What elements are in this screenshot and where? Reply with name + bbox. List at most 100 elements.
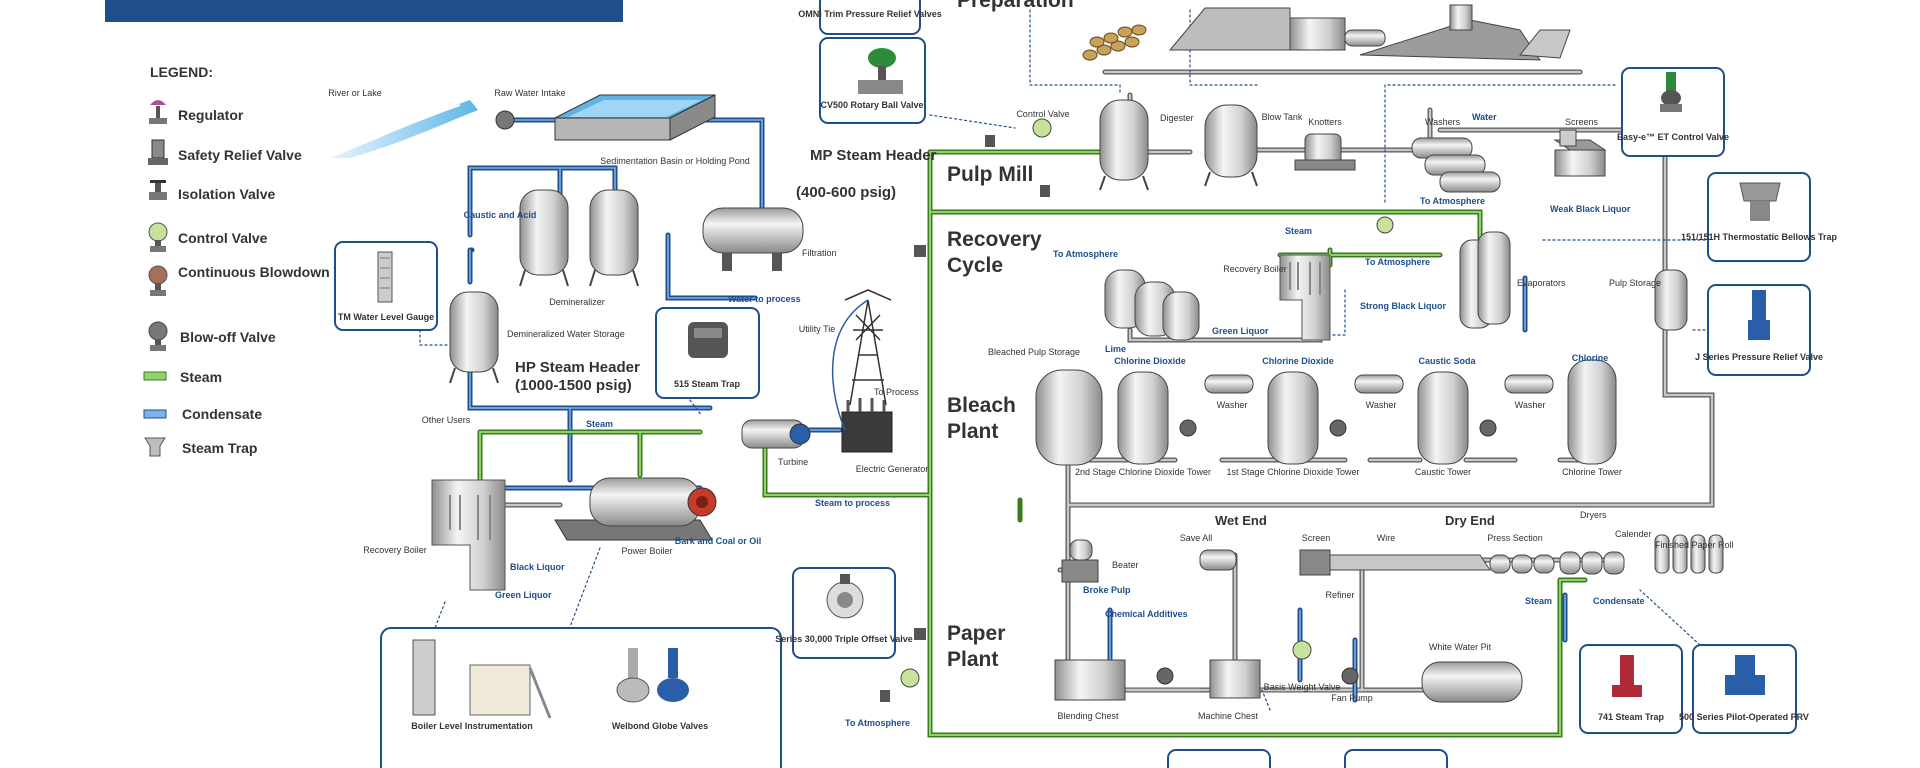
power-boiler bbox=[554, 477, 717, 541]
callout-box-partial-2 bbox=[1344, 749, 1448, 768]
tm-gauge-icon bbox=[377, 251, 393, 303]
label-filtration: Filtration bbox=[802, 248, 837, 258]
cv500-valve-icon bbox=[858, 48, 903, 94]
steam-trap-icon bbox=[144, 437, 166, 457]
label-bleached-pulp-storage: Bleached Pulp Storage bbox=[988, 347, 1080, 357]
label-screen: Screen bbox=[1302, 533, 1331, 543]
label-to-atmosphere-top: To Atmosphere bbox=[1420, 196, 1485, 206]
label-utility-tie: Utility Tie bbox=[799, 324, 836, 334]
callout-series30000: Series 30,000 Triple Offset Valve bbox=[775, 634, 913, 644]
section-preparation: Preparation bbox=[957, 0, 1074, 12]
label-raw-water: Raw Water Intake bbox=[494, 88, 565, 98]
label-recovery-boiler: Recovery Boiler bbox=[363, 545, 427, 555]
callout-cv500: CV500 Rotary Ball Valve bbox=[820, 100, 923, 110]
label-caustic-soda: Caustic Soda bbox=[1418, 356, 1476, 366]
label-to-atmosphere-recovery: To Atmosphere bbox=[1053, 249, 1118, 259]
boiler-level-instrument-icon bbox=[412, 639, 552, 719]
condensate-line-icon bbox=[143, 409, 167, 419]
label-black-liquor: Black Liquor bbox=[510, 562, 565, 572]
trap-515-icon bbox=[688, 322, 728, 358]
legend-label-control-valve: Control Valve bbox=[178, 230, 268, 246]
label-to-atmosphere-boiler: To Atmosphere bbox=[1365, 257, 1430, 267]
label-demineralizer: Demineralizer bbox=[549, 297, 605, 307]
mp-header-title: MP Steam Header bbox=[810, 147, 937, 164]
hp-header-title: HP Steam Header bbox=[515, 359, 640, 376]
callout-labels: OMNI Trim Pressure Relief Valves CV500 R… bbox=[338, 9, 1838, 731]
label-washer-1: Washer bbox=[1217, 400, 1248, 410]
label-save-all: Save All bbox=[1180, 533, 1213, 543]
label-digester: Digester bbox=[1160, 113, 1194, 123]
label-bark-coal-oil: Bark and Coal or Oil bbox=[675, 536, 762, 546]
evaporators bbox=[1459, 231, 1511, 329]
recovery-cycle-tanks bbox=[1104, 269, 1200, 341]
label-chlorine-dioxide-2: Chlorine Dioxide bbox=[1262, 356, 1334, 366]
label-washers: Washers bbox=[1425, 117, 1461, 127]
callout-box-partial-1 bbox=[1167, 749, 1271, 768]
label-chlorine-tower: Chlorine Tower bbox=[1562, 467, 1622, 477]
recovery-boiler-left bbox=[431, 479, 506, 591]
label-beater: Beater bbox=[1112, 560, 1139, 570]
label-press-section: Press Section bbox=[1487, 533, 1543, 543]
label-weak-black-liquor: Weak Black Liquor bbox=[1550, 204, 1631, 214]
callouts bbox=[334, 0, 1811, 768]
bleach-plant-tanks bbox=[1035, 359, 1617, 466]
safety-relief-valve-icon bbox=[148, 139, 168, 165]
legend-label-isolation-valve: Isolation Valve bbox=[178, 186, 275, 202]
label-calender: Calender bbox=[1615, 529, 1652, 539]
callout-515-trap: 515 Steam Trap bbox=[674, 379, 741, 389]
label-power-boiler: Power Boiler bbox=[621, 546, 672, 556]
label-water: Water bbox=[1472, 112, 1497, 122]
label-chemical-additives: Chemical Additives bbox=[1105, 609, 1188, 619]
label-green-liquor-2: Green Liquor bbox=[1212, 326, 1269, 336]
label-other-users: Other Users bbox=[422, 415, 471, 425]
digester bbox=[1099, 99, 1149, 191]
control-valve-icon bbox=[148, 222, 168, 252]
demineralizer-tanks bbox=[519, 189, 639, 287]
callout-jseries: J Series Pressure Relief Valve bbox=[1695, 352, 1823, 362]
label-broke-pulp: Broke Pulp bbox=[1083, 585, 1131, 595]
label-stage2-tower: 2nd Stage Chlorine Dioxide Tower bbox=[1075, 467, 1211, 477]
steam-line-icon bbox=[143, 371, 167, 381]
equipment-labels: River or Lake Raw Water Intake Sedimenta… bbox=[328, 88, 1733, 728]
label-blow-tank: Blow Tank bbox=[1262, 112, 1303, 122]
legend-label-continuous-blowdown-valve: Continuous Blowdown Valve bbox=[178, 264, 370, 280]
label-water-to-process: Water to process bbox=[728, 294, 801, 304]
label-machine-chest: Machine Chest bbox=[1198, 711, 1259, 721]
label-recovery-boiler-2: Recovery Boiler bbox=[1223, 264, 1287, 274]
trap-741-icon bbox=[1612, 655, 1642, 697]
label-stage1-tower: 1st Stage Chlorine Dioxide Tower bbox=[1227, 467, 1360, 477]
callout-boiler-level: Boiler Level Instrumentation bbox=[411, 721, 533, 731]
hp-header-range: (1000-1500 psig) bbox=[515, 377, 632, 394]
recovery-boiler-right bbox=[1279, 254, 1331, 341]
callout-500-prv: 500 Series Pilot-Operated PRV bbox=[1679, 712, 1809, 722]
label-chlorine: Chlorine bbox=[1572, 353, 1609, 363]
label-river: River or Lake bbox=[328, 88, 382, 98]
legend-label-condensate: Condensate bbox=[182, 406, 262, 422]
label-lime: Lime bbox=[1105, 344, 1126, 354]
label-washer-2: Washer bbox=[1366, 400, 1397, 410]
label-to-atmosphere-paper: To Atmosphere bbox=[845, 718, 910, 728]
pulp-storage-tank bbox=[1654, 269, 1688, 331]
callout-bellows: 151/151H Thermostatic Bellows Trap bbox=[1681, 232, 1838, 242]
mp-header-range: (400-600 psig) bbox=[796, 184, 896, 201]
filtration-tank bbox=[702, 207, 804, 271]
dry-end-heading: Dry End bbox=[1445, 513, 1495, 528]
label-dryers: Dryers bbox=[1580, 510, 1607, 520]
knotters bbox=[1294, 133, 1356, 171]
label-steam-hp: Steam bbox=[586, 419, 613, 429]
label-basis-weight-valve: Basis Weight Valve bbox=[1264, 682, 1341, 692]
regulator-icon bbox=[149, 100, 167, 124]
label-screens: Screens bbox=[1565, 117, 1599, 127]
sedimentation-basin bbox=[554, 94, 716, 141]
label-caustic-acid: Caustic and Acid bbox=[464, 210, 537, 220]
label-to-process: To Process bbox=[874, 387, 919, 397]
raw-water-pump-icon bbox=[495, 110, 515, 130]
blow-tank bbox=[1204, 104, 1258, 187]
blow-off-valve-icon bbox=[148, 321, 168, 351]
callout-tm-gauge: TM Water Level Gauge bbox=[338, 312, 434, 322]
preparation-area bbox=[1082, 4, 1571, 61]
